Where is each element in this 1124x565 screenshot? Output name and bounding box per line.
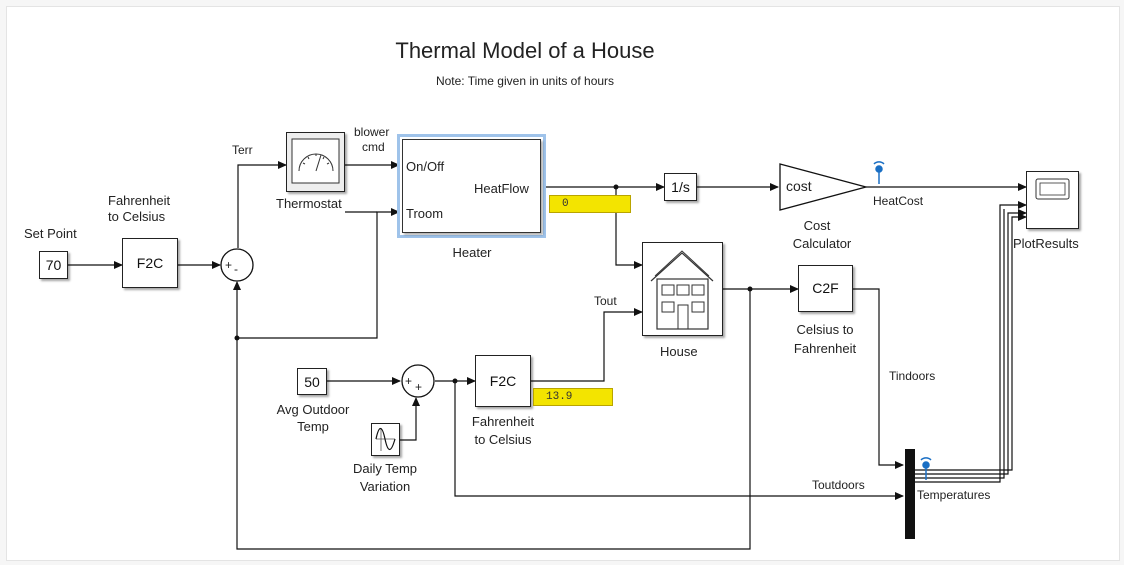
house-icon	[650, 250, 714, 330]
sum-block-top[interactable]	[220, 248, 254, 282]
diagram-panel	[6, 6, 1120, 561]
line-terr	[237, 161, 287, 248]
avg-outdoor-value: 50	[304, 374, 320, 390]
heater-port-troom: Troom	[406, 206, 444, 221]
temperatures-mux-label: Temperatures	[917, 488, 991, 502]
plot-results-block[interactable]	[1026, 171, 1079, 229]
line-daily-sum	[400, 397, 420, 441]
heatflow-display[interactable]: 0	[549, 195, 631, 213]
set-point-label: Set Point	[24, 226, 77, 241]
signal-blower-label-line1: blower	[354, 125, 390, 139]
daily-temp-label-line2: Variation	[359, 479, 411, 494]
junction-heatflow	[613, 184, 619, 190]
avg-outdoor-label-line1: Avg Outdoor	[276, 402, 350, 417]
line-tout	[531, 308, 643, 382]
line-mux-plot-c	[914, 209, 1027, 475]
line-toutdoors	[454, 381, 904, 500]
c2f-block[interactable]: C2F	[798, 265, 853, 312]
heater-label: Heater	[452, 245, 492, 260]
f2c-top-label-line1: Fahrenheit	[108, 193, 171, 208]
thermostat-label: Thermostat	[276, 196, 342, 211]
line-mux-plot-a	[914, 201, 1027, 483]
signal-tindoors-label: Tindoors	[889, 369, 936, 383]
cost-gain-block[interactable]	[779, 163, 869, 211]
f2c-top-label-line2: to Celsius	[108, 209, 166, 224]
c2f-label-line1: Celsius to	[796, 322, 854, 337]
f2c-bottom-block[interactable]: F2C	[475, 355, 531, 407]
scope-icon	[1035, 178, 1070, 200]
heater-block[interactable]: On/Off Troom HeatFlow	[397, 134, 546, 238]
sum-top-minus: -	[234, 262, 238, 276]
line-heatflow-house	[615, 187, 643, 269]
f2c-bottom-label-line2: to Celsius	[474, 432, 532, 447]
logged-signal-icon	[920, 457, 932, 480]
sum-block-bottom[interactable]	[401, 364, 435, 398]
junction-outdoor	[452, 378, 458, 384]
line-c2f-tindoors	[853, 288, 904, 469]
temperatures-mux-block[interactable]	[905, 449, 915, 539]
junction-house	[747, 286, 753, 292]
signal-blower-label-line2: cmd	[362, 140, 385, 154]
cost-label-line2: Calculator	[792, 236, 852, 251]
f2c-bottom-text: F2C	[489, 373, 517, 389]
thermostat-block[interactable]	[286, 132, 345, 192]
heater-port-heatflow: HeatFlow	[474, 181, 529, 196]
cost-label-line1: Cost	[803, 218, 831, 233]
house-label: House	[660, 344, 698, 359]
plot-results-label: PlotResults	[1013, 236, 1079, 251]
c2f-label-line2: Fahrenheit	[793, 341, 857, 356]
avg-outdoor-block[interactable]: 50	[297, 368, 327, 395]
signal-tout-label: Tout	[594, 294, 617, 308]
set-point-value: 70	[45, 257, 62, 273]
signal-toutdoors-label: Toutdoors	[812, 478, 865, 492]
diagram-note: Note: Time given in units of hours	[435, 74, 615, 88]
signal-heatcost-label: HeatCost	[873, 194, 924, 208]
gauge-icon	[291, 138, 340, 184]
f2c-top-text: F2C	[136, 255, 164, 271]
diagram-title: Thermal Model of a House	[395, 38, 655, 63]
signal-terr-label: Terr	[232, 143, 253, 157]
integrator-text: 1/s	[671, 179, 690, 195]
daily-temp-block[interactable]	[371, 423, 400, 456]
daily-temp-label-line1: Daily Temp	[352, 461, 418, 476]
sum-top-plus: +	[225, 258, 233, 272]
logged-signal-icon	[873, 161, 885, 184]
heater-port-onoff: On/Off	[406, 159, 445, 174]
line-feedback	[233, 281, 751, 550]
tout-display[interactable]: 13.9	[533, 388, 613, 406]
junction-feedback	[234, 335, 240, 341]
c2f-text: C2F	[812, 280, 839, 296]
sum-bottom-plus2: +	[415, 380, 423, 394]
avg-outdoor-label-line2: Temp	[297, 419, 329, 434]
line-mux-plot-d	[914, 213, 1027, 471]
f2c-bottom-label-line1: Fahrenheit	[471, 414, 535, 429]
cost-text: cost	[786, 178, 812, 194]
house-block[interactable]	[642, 242, 723, 336]
sine-wave-icon	[375, 427, 396, 451]
sum-bottom-plus1: +	[405, 374, 413, 388]
set-point-block[interactable]: 70	[39, 251, 68, 279]
line-troom	[238, 208, 400, 339]
f2c-top-block[interactable]: F2C	[122, 238, 178, 288]
line-mux-plot-b	[914, 209, 1005, 479]
integrator-block[interactable]: 1/s	[664, 173, 697, 201]
